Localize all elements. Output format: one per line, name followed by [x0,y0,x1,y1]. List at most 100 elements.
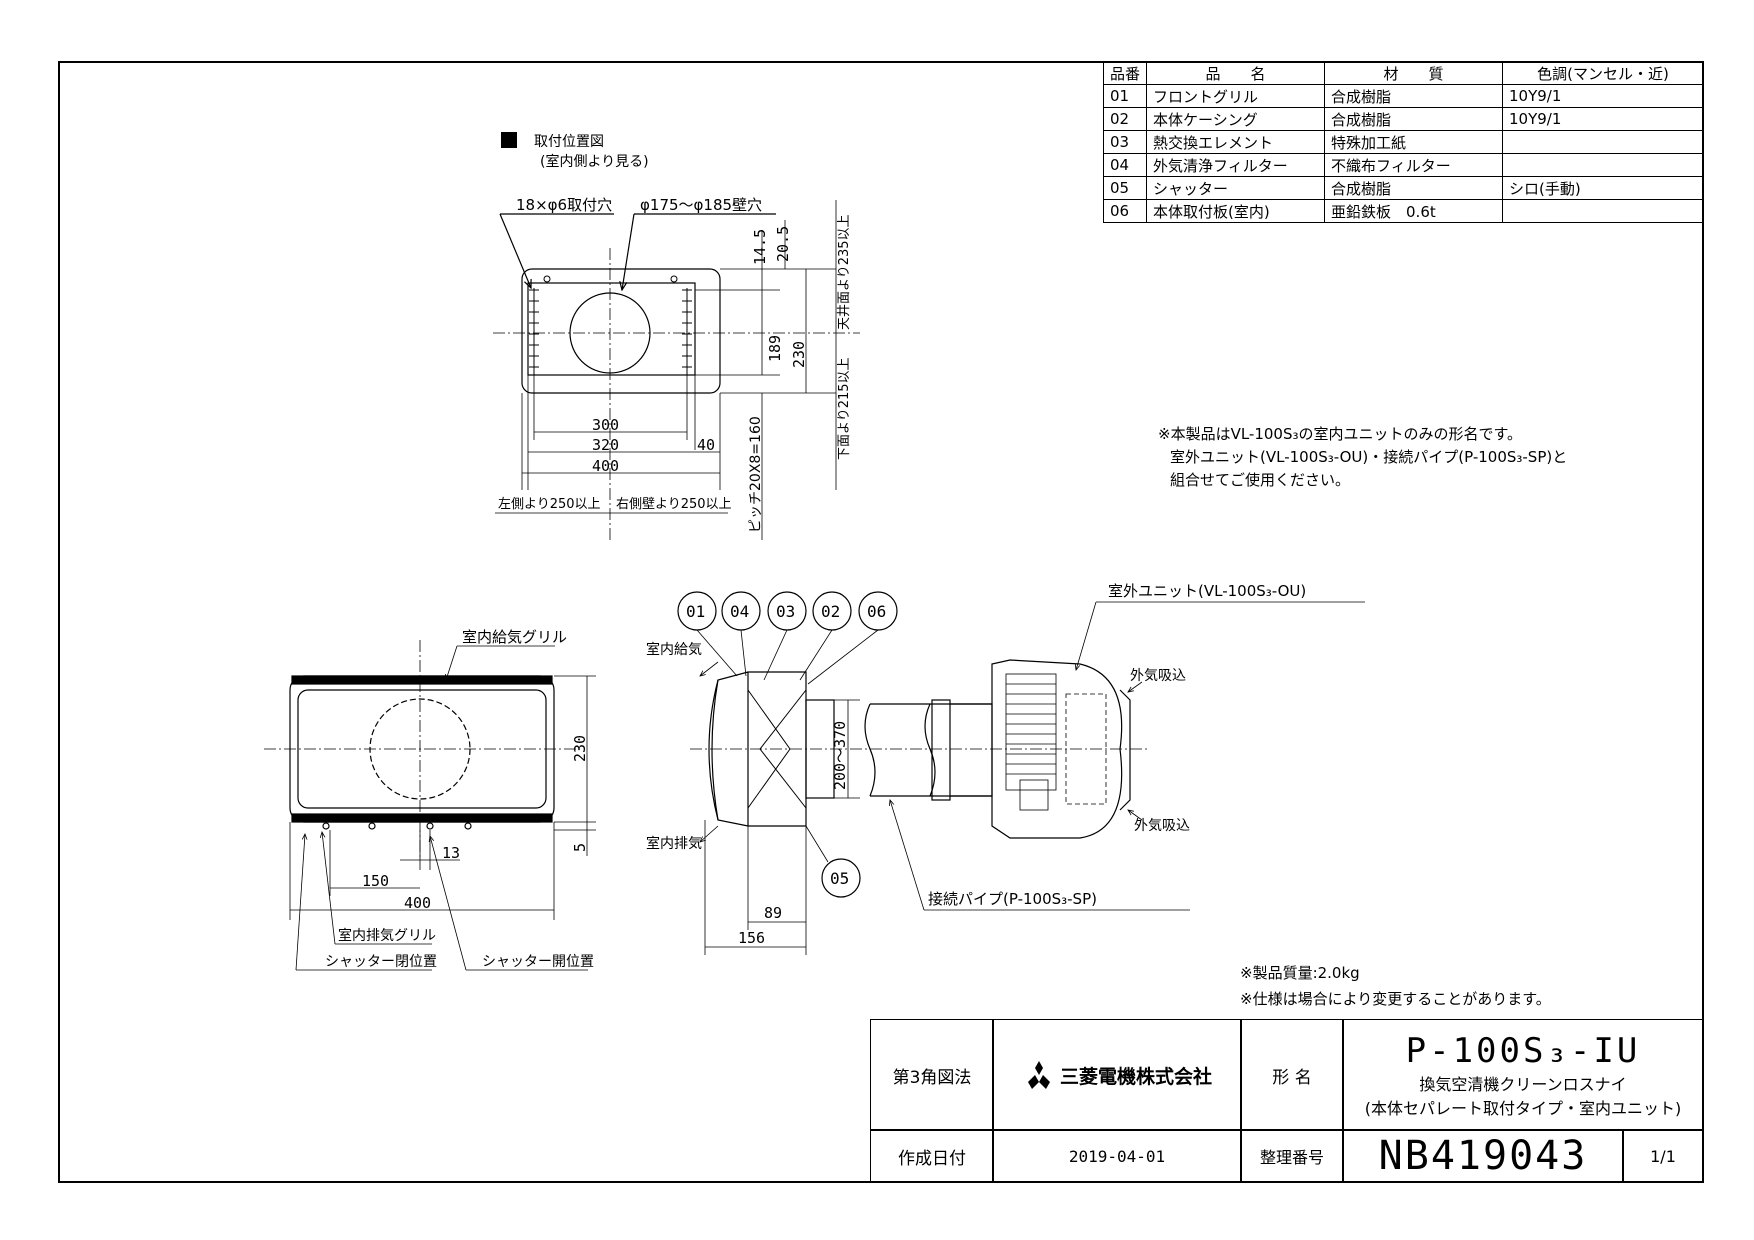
balloon-05: 05 [830,869,849,888]
left-clearance: 左側より250以上 [498,497,601,512]
projection-cell: 第3角図法 [870,1019,994,1131]
company-cell: 三菱電機株式会社 [992,1019,1242,1131]
number-label-cell: 整理番号 [1240,1129,1344,1183]
outdoor-fins [1006,683,1056,775]
supply-grille [291,675,553,685]
dim-14-5: 14.5 [751,229,769,265]
front-view: 室内給気グリル 230 5 13 150 400 室内排気グリル [264,628,596,971]
indoor-unit-side [708,671,807,827]
part-name: 外気清浄フィルター [1146,153,1326,177]
product-line-2: (本体セパレート取付タイプ・室内ユニット) [1364,1099,1682,1118]
part-balloons: 01 04 03 02 06 05 [677,591,898,898]
side-view: 01 04 03 02 06 05 室内給気 室内排気 200～370 [646,582,1365,955]
outdoor-unit-label: 室外ユニット(VL-100S₃-OU) [1108,582,1306,600]
hole-label: 18×φ6取付穴 [516,196,612,214]
dim-300: 300 [592,416,619,434]
part-no: 04 [1102,153,1148,177]
part-name: シャッター [1146,176,1326,200]
balloon-01: 01 [686,602,705,621]
shutter-open-label: シャッター開位置 [482,954,594,970]
note-line-2: 室外ユニット(VL-100S₃-OU)・接続パイプ(P-100S₃-SP)と [1170,448,1567,466]
product-line-1: 換気空清機クリーンロスナイ [1419,1075,1627,1094]
front-dim-5: 5 [571,843,589,852]
company-name: 三菱電機株式会社 [1059,1065,1212,1088]
part-material: 合成樹脂 [1324,84,1504,108]
dim-230-mount: 230 [790,341,808,368]
outdoor-intake-top: 外気吸込 [1130,668,1186,684]
part-no: 02 [1102,107,1148,131]
balloon-06: 06 [867,602,886,621]
ceiling-clearance: 天井面より235以上 [837,214,852,330]
balloon-04: 04 [730,602,749,621]
mitsubishi-logo-icon [1027,1061,1050,1089]
page-cell: 1/1 [1622,1129,1704,1183]
part-color [1502,199,1704,223]
balloon-02: 02 [821,602,840,621]
exhaust-grille-label: 室内排気グリル [338,927,436,944]
dim-189: 189 [766,335,784,362]
mount-title: 取付位置図 [534,134,604,150]
dim-320: 320 [592,436,619,454]
part-material: 合成樹脂 [1324,176,1504,200]
part-no: 03 [1102,130,1148,154]
date-label-cell: 作成日付 [870,1129,994,1183]
mount-view: 取付位置図 (室内側より見る) 18×φ6取付穴 φ175～φ185壁穴 [493,132,860,540]
right-clearance: 右側壁より250以上 [616,497,732,512]
pipe-break-left [864,703,876,797]
part-material: 亜鉛鉄板 0.6t [1324,199,1504,223]
shutter-closed-label: シャッター閉位置 [325,954,437,970]
plate-inner [527,282,696,376]
part-color: シロ(手動) [1502,176,1704,200]
usage-note: ※本製品はVL-100S₃の室内ユニットのみの形名です。 室外ユニット(VL-1… [1158,425,1567,489]
part-no: 06 [1102,199,1148,223]
front-dim-230: 230 [571,735,589,762]
pitch-label: ピッチ20X8=160 [748,416,764,533]
note-line-3: 組合せてご使用ください。 [1170,471,1350,489]
title-square-icon [501,132,517,148]
mount-subtitle: (室内側より見る) [540,153,649,170]
date-cell: 2019-04-01 [992,1129,1242,1183]
dim-20-5: 20.5 [774,226,792,262]
balloon-03: 03 [776,602,795,621]
part-name: 熱交換エレメント [1146,130,1326,154]
model-cell: P-100S₃-IU 換気空清機クリーンロスナイ (本体セパレート取付タイプ・室… [1342,1019,1704,1131]
connecting-pipe [950,703,993,797]
note-line-1: ※本製品はVL-100S₃の室内ユニットのみの形名です。 [1158,425,1522,443]
wall-hole-label: φ175～φ185壁穴 [640,196,762,214]
parts-table-header: 品番 品 名 材 質 色調(マンセル・近) [1102,61,1704,85]
floor-clearance: 下面より215以上 [837,357,852,460]
weight-spec: ※製品質量:2.0kg [1240,964,1360,982]
outdoor-intake-bottom: 外気吸込 [1134,818,1190,834]
dim-400-mount: 400 [592,457,619,475]
model-number: P-100S₃-IU [1405,1031,1641,1071]
indoor-exhaust-label: 室内排気 [646,835,702,852]
exhaust-grille [291,813,553,823]
header-material: 材 質 [1324,61,1504,85]
part-no: 05 [1102,176,1148,200]
indoor-supply-label: 室内給気 [646,641,702,658]
part-material: 特殊加工紙 [1324,130,1504,154]
dim-156: 156 [738,929,765,947]
dim-40: 40 [697,436,715,454]
outdoor-unit-side [991,659,1123,839]
front-dim-400: 400 [404,894,431,912]
mounting-plate [521,268,721,394]
front-dim-13: 13 [442,844,460,862]
mounting-holes [529,275,692,375]
dim-200-370: 200～370 [831,721,849,790]
supply-grille-label: 室内給気グリル [462,628,567,646]
front-dim-150: 150 [362,872,389,890]
pipe-label: 接続パイプ(P-100S₃-SP) [928,890,1097,908]
model-label-cell: 形 名 [1240,1019,1344,1131]
header-part-name: 品 名 [1146,61,1326,85]
part-material: 合成樹脂 [1324,107,1504,131]
spec-change-note: ※仕様は場合により変更することがあります。 [1240,990,1551,1008]
part-color: 10Y9/1 [1502,84,1704,108]
